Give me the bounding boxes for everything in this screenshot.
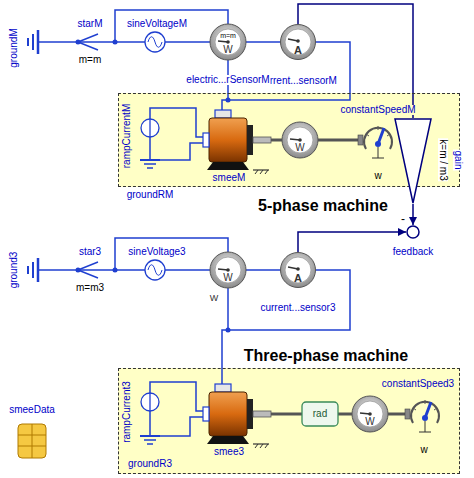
circle-outline [406,225,420,239]
unit-symbol: rad [312,409,328,419]
drawing-part [150,137,203,160]
block-name: current...sensor3 [259,303,336,313]
triangle-outline [394,118,432,204]
unit-symbol: W [222,45,233,55]
unit-symbol: W [364,417,375,427]
box-fill [118,368,460,474]
parameter-text: m=m [219,32,237,39]
machine-symbol [203,384,271,448]
unit-symbol: W [209,294,220,303]
drawing-part [318,139,358,142]
drawing-part [227,288,229,330]
drawing-part [113,268,118,273]
feedback-block: feedback [406,225,420,239]
wires [38,10,350,436]
speed-source-symbol [405,400,439,432]
drawing-part [150,411,203,436]
current-source-symbol [141,119,159,137]
drawing-part [226,328,231,333]
drawing-part [246,269,280,271]
unit-symbol: W [294,143,305,153]
star-symbol [76,262,99,278]
gain-block: k=m / m3gain [394,118,432,204]
component-name: groundRM [126,190,175,200]
drawing-part [226,98,231,103]
component-name: smee3 [213,447,245,457]
speed-source-symbol [358,126,392,158]
component-name: smeeData [8,405,56,415]
ground-symbol [28,30,38,54]
drawing-part [98,269,145,271]
component-name: constantSpeed3 [381,379,455,389]
component-name: electric...rSensorM [185,75,270,85]
unit-symbol: W [222,273,233,283]
sign-symbol: - [400,213,406,225]
signal-connector [298,4,413,118]
component-name: starM [77,19,104,29]
drawing-part [18,424,46,458]
component-name: groundM [9,27,19,68]
drawing-part [338,413,352,416]
unit-symbol: A [293,45,303,56]
ground-symbol [140,436,160,444]
signal-name: w [419,445,428,455]
record-icon [18,424,46,458]
component-name: rampCurrentM [122,103,132,169]
sine-voltage-symbol [145,32,165,52]
signal-name: w [373,171,382,181]
unit-symbol: A [293,273,303,284]
current-sensor: Acurrent...sensor3 [280,252,316,288]
parameter-text: m=m [78,55,103,65]
drawing-part [388,413,405,416]
drawing-part [32,424,33,458]
drawing-part [271,413,302,416]
power-sensor-symbol [352,396,388,432]
drawing-part [271,139,282,142]
drawing-part [38,269,78,271]
drawing-part [222,270,350,384]
sine-voltage-symbol [145,260,165,280]
component-name: smeeM [212,173,247,183]
power-sensor-symbol [210,24,246,60]
block-name: k=m / m3 [438,138,448,181]
component-name: rampCurrent3 [122,380,132,444]
group-heading: Three-phase machine [243,348,410,364]
component-name: constantSpeedM [339,105,416,115]
component-name: ground3 [9,251,19,290]
shafts [271,140,405,414]
drawing-part [38,41,78,43]
component-name: sineVoltageM [126,19,188,29]
parameter-text: m=m3 [75,283,105,293]
signal-connector [298,232,406,252]
drawing-part [165,41,210,43]
power-sensor-symbol [210,252,246,288]
block-name: feedback [392,247,435,257]
drawing-part [98,41,145,43]
star-symbol [76,34,99,50]
angle-sensor-symbol [302,402,338,426]
drawing-part [165,269,210,271]
power-sensor-symbol [282,122,318,158]
component-name: groundR3 [127,459,173,469]
block-name: gain [453,150,463,171]
component-name: star3 [78,247,102,257]
component-name: sineVoltage3 [127,247,186,257]
drawing-part [246,41,280,43]
current-source-symbol [141,393,159,411]
drawing-part [113,40,118,45]
machine-symbol [203,110,271,174]
ground-symbol [28,258,38,282]
current-sensor: Acurrent...sensorM [280,24,316,60]
ground-symbol [140,160,160,168]
group-heading: 5-phase machine [257,198,389,214]
signal-connector [412,204,414,225]
